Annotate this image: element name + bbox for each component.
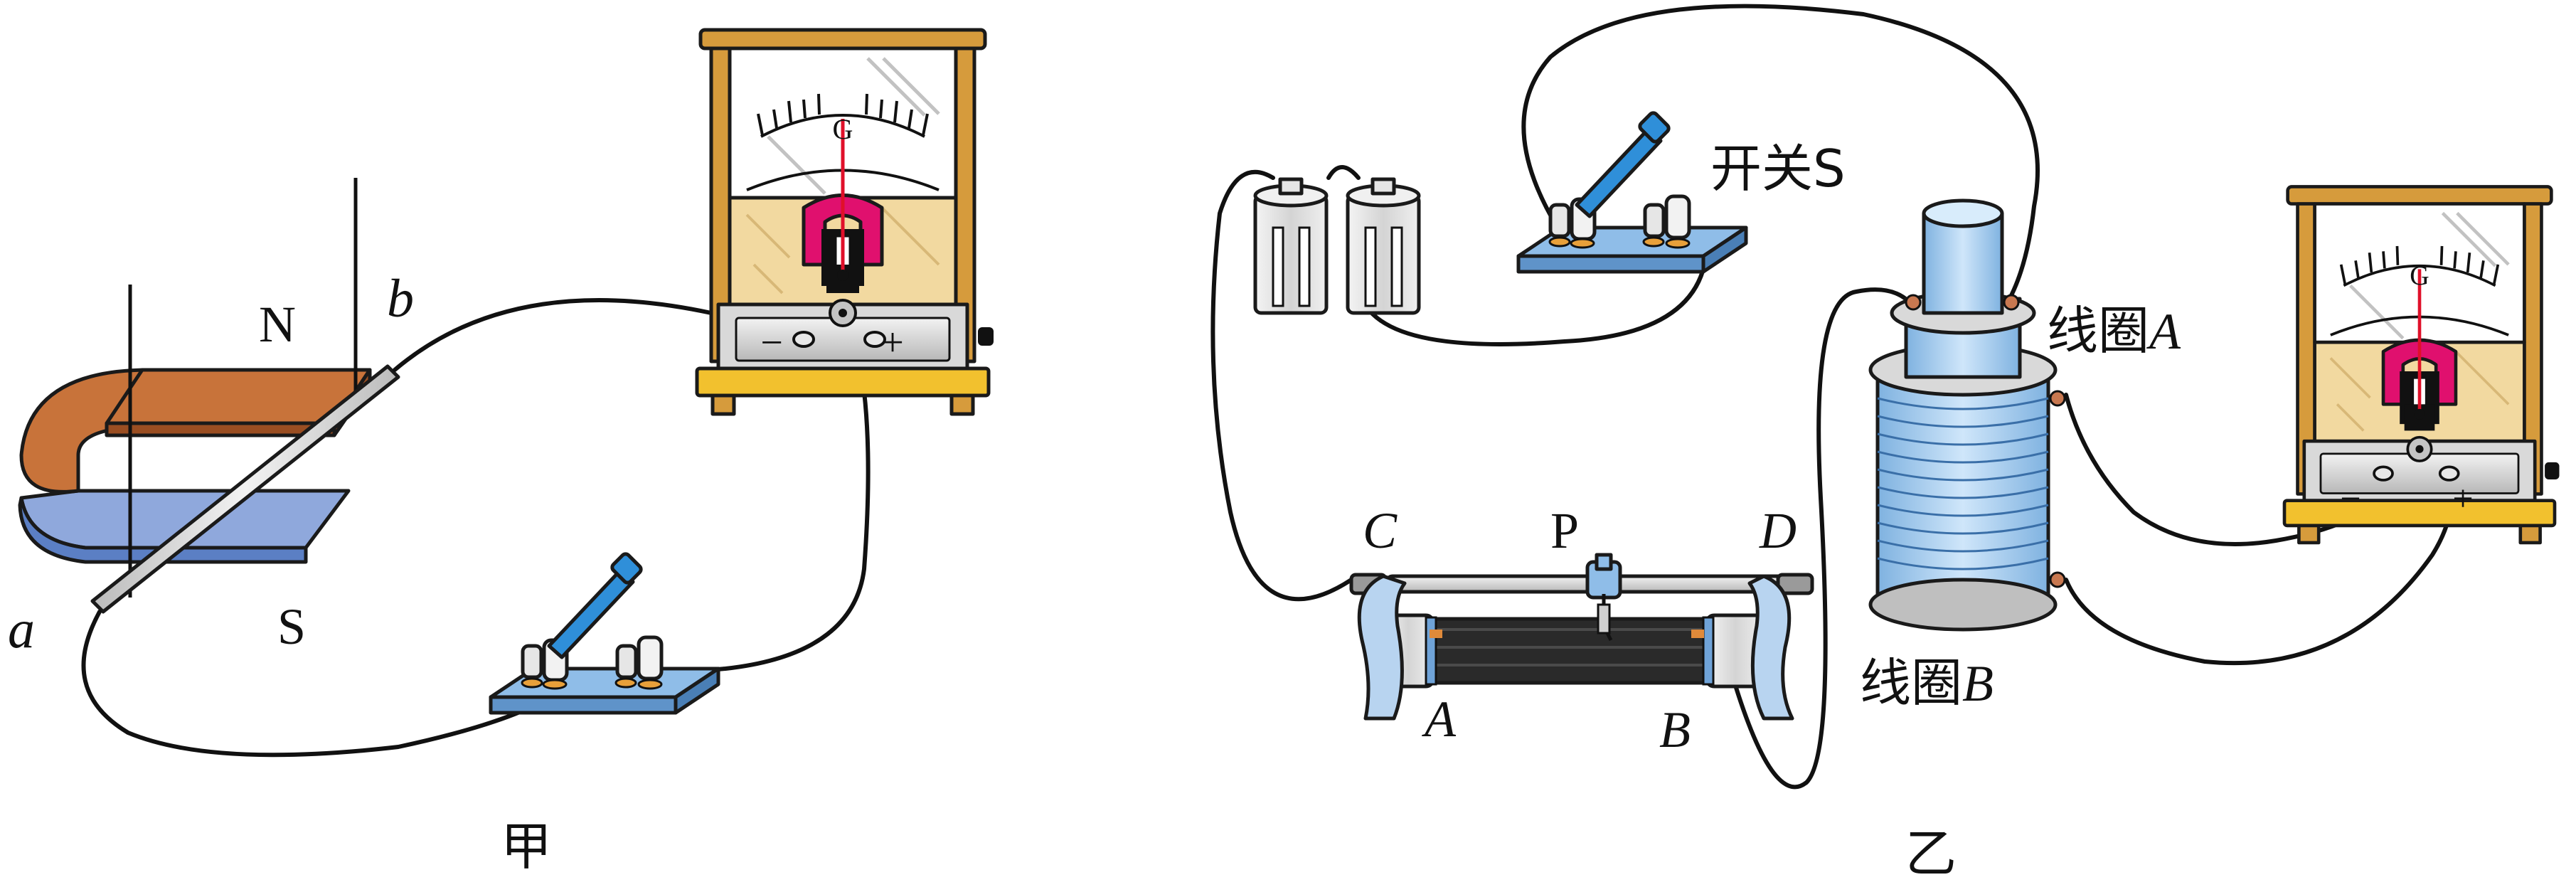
conductor-rod[interactable] bbox=[90, 364, 400, 614]
rheostat-end-b-label: B bbox=[1659, 701, 1691, 758]
galvanometer-b: G − + bbox=[2284, 186, 2559, 542]
wire-battery-to-rheostat-c bbox=[1210, 169, 1353, 602]
wire-battery-to-switch bbox=[1360, 240, 1709, 346]
figure-a: G − + N S a b 甲 bbox=[8, 30, 994, 876]
rheostat-slider-p-label: P bbox=[1550, 502, 1579, 559]
magnet-north-label: N bbox=[259, 296, 296, 353]
meter-b-minus-label: − bbox=[2340, 479, 2361, 519]
knife-switch-a[interactable] bbox=[491, 552, 718, 713]
figure-b: G − + 开关S 线圈A 线圈B C P D A B 乙 bbox=[1210, 4, 2559, 883]
galvanometer-b-symbol: G bbox=[2410, 261, 2429, 291]
switch-s-label: 开关S bbox=[1710, 139, 1846, 198]
meter-plus-label: + bbox=[881, 321, 904, 365]
caption-b: 乙 bbox=[1905, 824, 1957, 883]
wire-a-to-switch bbox=[81, 610, 546, 758]
magnet-south-label: S bbox=[277, 598, 306, 655]
meter-b-plus-label: + bbox=[2452, 479, 2473, 519]
coil-a-label: 线圈A bbox=[2047, 301, 2181, 361]
wire-cell-link bbox=[1326, 165, 1361, 180]
rod-end-b-label: b bbox=[387, 269, 414, 329]
coil-assembly bbox=[1868, 198, 2066, 632]
coil-a bbox=[1890, 198, 2036, 379]
wire-coil-b-to-meter-plus bbox=[2064, 496, 2454, 666]
battery-cells bbox=[1255, 179, 1419, 313]
sliding-rheostat[interactable] bbox=[1349, 553, 1814, 721]
rod-end-a-label: a bbox=[8, 600, 35, 659]
coil-b bbox=[1868, 343, 2066, 632]
rheostat-terminal-d-label: D bbox=[1759, 502, 1797, 559]
rheostat-end-a-label: A bbox=[1422, 691, 1457, 748]
wire-meter-to-switch bbox=[659, 346, 871, 685]
rheostat-terminal-c-label: C bbox=[1363, 502, 1398, 559]
coil-b-label: 线圈B bbox=[1860, 653, 1994, 713]
galvanometer-symbol: G bbox=[833, 113, 853, 145]
caption-a: 甲 bbox=[501, 817, 552, 876]
wire-rheostat-b-to-coil bbox=[1726, 287, 1912, 790]
meter-minus-label: − bbox=[760, 321, 783, 365]
wire-switch-to-coil-a bbox=[1521, 4, 2040, 308]
galvanometer-a: G − + bbox=[697, 30, 994, 414]
